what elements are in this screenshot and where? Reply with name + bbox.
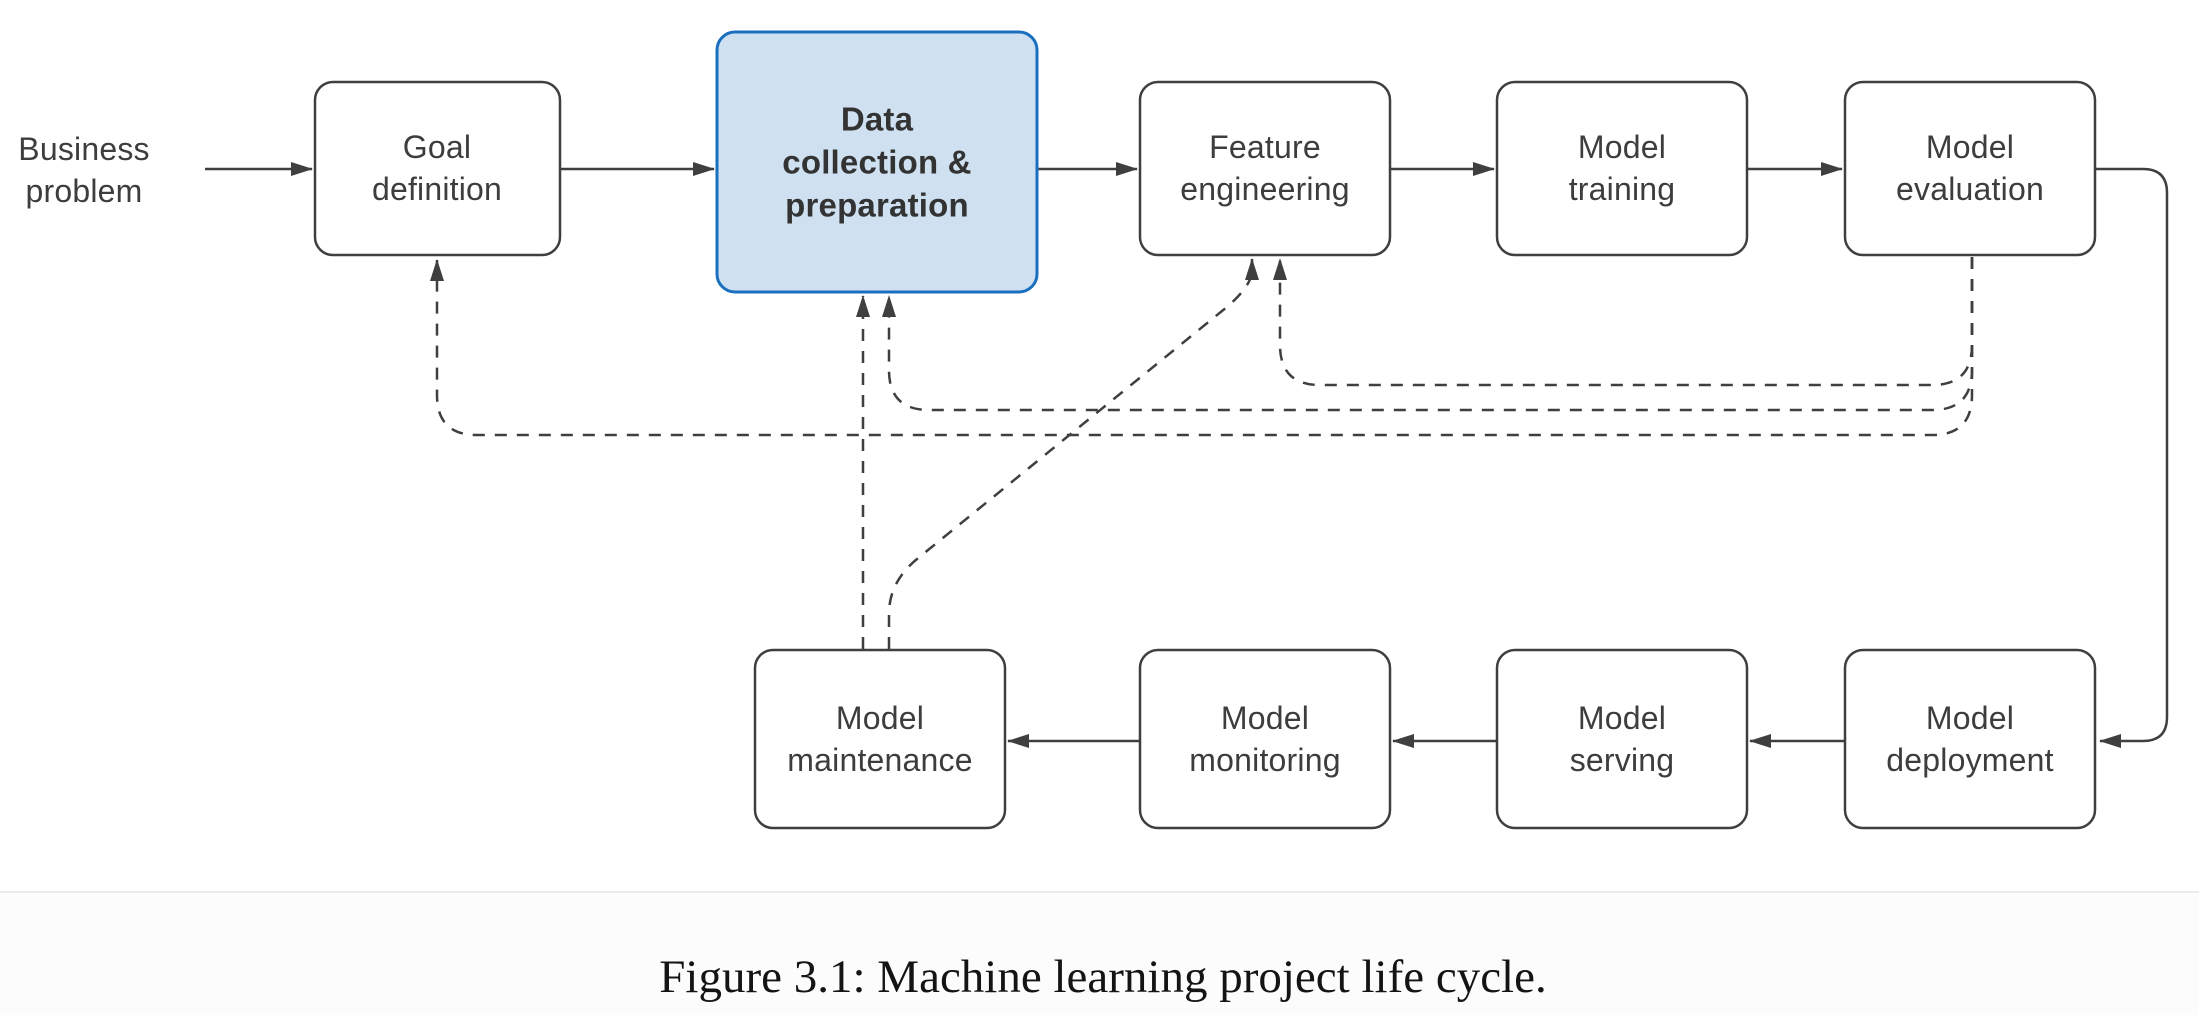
label-model-deployment: Model deployment bbox=[1886, 700, 2054, 778]
node-goal-definition bbox=[313, 80, 562, 257]
label-model-monitoring: Model monitoring bbox=[1189, 700, 1341, 778]
node-model-training bbox=[1495, 80, 1749, 257]
node-feature-engineering bbox=[1138, 80, 1392, 257]
label-model-maintenance: Model maintenance bbox=[787, 700, 973, 778]
node-model-evaluation bbox=[1843, 80, 2097, 257]
edge-evaluation-to-goal-feedback bbox=[430, 257, 1974, 437]
edge-evaluation-to-deployment bbox=[2095, 167, 2169, 748]
label-data-collection-preparation: Data collection & preparation bbox=[782, 100, 972, 224]
node-model-monitoring bbox=[1138, 648, 1392, 830]
edge-evaluation-to-data-feedback bbox=[882, 257, 1974, 412]
node-model-serving bbox=[1495, 648, 1749, 830]
page-divider bbox=[0, 891, 2199, 1015]
node-model-deployment bbox=[1843, 648, 2097, 830]
label-model-evaluation: Model evaluation bbox=[1896, 129, 2044, 207]
label-feature-engineering: Feature engineering bbox=[1180, 129, 1350, 207]
label-model-serving: Model serving bbox=[1569, 700, 1675, 778]
label-business-problem: Business problem bbox=[18, 131, 150, 209]
figure-caption: Figure 3.1: Machine learning project lif… bbox=[659, 951, 1547, 1003]
node-data-collection-preparation-highlighted bbox=[715, 30, 1039, 294]
node-model-maintenance bbox=[753, 648, 1007, 830]
edge-maintenance-to-feature-feedback bbox=[887, 258, 1259, 649]
edge-evaluation-to-feature-feedback bbox=[1273, 257, 1974, 387]
label-goal-definition: Goal definition bbox=[371, 129, 503, 207]
label-model-training: Model training bbox=[1568, 129, 1676, 207]
